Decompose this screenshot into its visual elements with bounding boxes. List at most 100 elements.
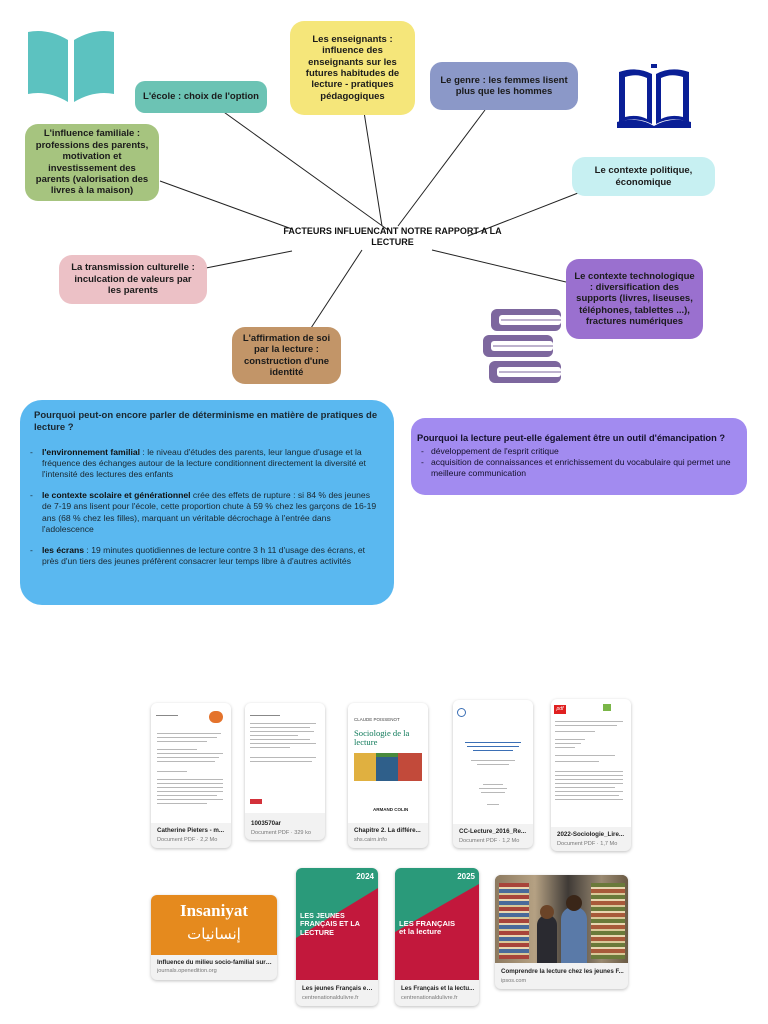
document-thumbnail bbox=[453, 700, 533, 824]
card-title: CC-Lecture_2016_Re... bbox=[459, 828, 527, 835]
determinism-item: - les écrans : 19 minutes quotidiennes d… bbox=[30, 545, 380, 567]
cover-shape bbox=[395, 884, 479, 980]
connector-technologique bbox=[431, 249, 567, 283]
node-affirmation: L'affirmation de soi par la lecture : co… bbox=[232, 327, 341, 384]
document-thumbnail: pdf bbox=[551, 699, 631, 827]
resource-card-ipsos[interactable]: Comprendre la lecture chez les jeunes F.… bbox=[495, 875, 628, 989]
determinism-item-text: : 19 minutes quotidiennes de lecture con… bbox=[42, 544, 366, 567]
node-genre: Le genre : les femmes lisent plus que le… bbox=[430, 62, 578, 110]
node-affirmation-label: L'affirmation de soi par la lecture : co… bbox=[242, 332, 331, 378]
resource-card-jeunes-francais[interactable]: 2024 LES JEUNES FRANÇAIS ET LA LECTURE L… bbox=[296, 868, 378, 1006]
node-technologique: Le contexte technologique : diversificat… bbox=[566, 259, 703, 339]
logo-arabic-text: إنسانيات bbox=[187, 925, 241, 943]
determinism-item-title: le contexte scolaire et générationnel bbox=[42, 490, 191, 501]
connector-familiale bbox=[159, 180, 293, 230]
bullet-dash: - bbox=[30, 446, 33, 457]
document-thumbnail bbox=[245, 703, 325, 813]
cover-year: 2024 bbox=[356, 872, 374, 881]
node-enseignants: Les enseignants : influence des enseigna… bbox=[290, 21, 415, 115]
determinism-item-text: : le niveau d'études des parents, leur l… bbox=[42, 446, 366, 480]
cover-title: Sociologie de la lecture bbox=[354, 728, 410, 748]
determinism-panel: Pourquoi peut-on encore parler de déterm… bbox=[20, 400, 394, 605]
resource-card-francais-lecture[interactable]: 2025 LES FRANÇAIS et la lecture Les Fran… bbox=[395, 868, 479, 1006]
node-genre-label: Le genre : les femmes lisent plus que le… bbox=[440, 74, 568, 97]
card-title: 1003570ar bbox=[251, 820, 281, 827]
library-photo bbox=[495, 875, 628, 963]
book-cover: CLAUDE POISSENOT Sociologie de la lectur… bbox=[348, 703, 428, 823]
logo-latin-text: Insaniyat bbox=[179, 901, 249, 920]
card-title: Chapitre 2. La différe... bbox=[354, 827, 421, 834]
card-subtitle: shs.cairn.info bbox=[354, 837, 387, 843]
report-cover: 2025 LES FRANÇAIS et la lecture bbox=[395, 868, 479, 980]
emancipation-item: -acquisition de connaissances et enrichi… bbox=[417, 457, 739, 479]
logo-icon bbox=[250, 799, 262, 804]
resource-card-cc-lecture[interactable]: CC-Lecture_2016_Re... Document PDF · 1,2… bbox=[453, 700, 533, 848]
card-subtitle: Document PDF · 329 ko bbox=[251, 830, 312, 836]
node-ecole-label: L'école : choix de l'option bbox=[143, 91, 259, 103]
bullet-dash: - bbox=[421, 457, 424, 468]
card-subtitle: centrenationaldulivre.fr bbox=[401, 995, 458, 1001]
center-title: FACTEURS INFLUENCANT NOTRE RAPPORT A LA … bbox=[283, 226, 502, 247]
card-title: Comprendre la lecture chez les jeunes F.… bbox=[501, 968, 624, 975]
cover-text: LES JEUNES FRANÇAIS ET LA LECTURE bbox=[300, 911, 360, 937]
logo-icon bbox=[209, 711, 223, 723]
node-technologique-label: Le contexte technologique : diversificat… bbox=[574, 270, 695, 328]
node-transmission-label: La transmission culturelle : inculcation… bbox=[71, 262, 195, 297]
connector-politique bbox=[467, 192, 579, 237]
open-book-navy-icon bbox=[617, 64, 691, 128]
connector-transmission bbox=[205, 250, 293, 269]
node-enseignants-label: Les enseignants : influence des enseigna… bbox=[305, 33, 400, 102]
determinism-item: - le contexte scolaire et générationnel … bbox=[30, 490, 380, 535]
cover-author: CLAUDE POISSENOT bbox=[354, 717, 400, 722]
logo-icon bbox=[603, 704, 611, 711]
connector-enseignants bbox=[363, 111, 383, 227]
resource-card-insaniyat[interactable]: Insaniyat إنسانيات Influence du milieu s… bbox=[151, 895, 277, 980]
card-subtitle: centrenationaldulivre.fr bbox=[302, 995, 359, 1001]
emancipation-item-text: développement de l'esprit critique bbox=[431, 446, 559, 457]
node-transmission: La transmission culturelle : inculcation… bbox=[59, 255, 207, 304]
open-book-teal-icon bbox=[28, 31, 114, 102]
card-title: Les jeunes Français et l... bbox=[302, 985, 374, 992]
node-ecole: L'école : choix de l'option bbox=[135, 81, 267, 113]
card-subtitle: Document PDF · 1,7 Mo bbox=[557, 841, 618, 847]
resource-card-sociologie-lire[interactable]: pdf 2022-Sociologie_Lire... Document PDF… bbox=[551, 699, 631, 851]
determinism-item-title: les écrans bbox=[42, 544, 85, 555]
node-politique: Le contexte politique, économique bbox=[572, 157, 715, 196]
card-subtitle: Document PDF · 2,2 Mo bbox=[157, 837, 218, 843]
logo-icon bbox=[457, 708, 466, 717]
card-title: Catherine Pieters - m... bbox=[157, 827, 225, 834]
document-thumbnail bbox=[151, 703, 231, 823]
emancipation-panel: Pourquoi la lecture peut-elle également … bbox=[411, 418, 747, 495]
cover-illustration bbox=[354, 753, 422, 781]
node-politique-label: Le contexte politique, économique bbox=[594, 165, 693, 188]
cover-shape bbox=[296, 888, 378, 980]
resource-card-sociologie[interactable]: CLAUDE POISSENOT Sociologie de la lectur… bbox=[348, 703, 428, 848]
determinism-item-title: l'environnement familial bbox=[42, 446, 141, 457]
emancipation-question: Pourquoi la lecture peut-elle également … bbox=[417, 433, 726, 443]
bullet-dash: - bbox=[421, 446, 424, 457]
bullet-dash: - bbox=[30, 490, 33, 501]
determinism-item: - l'environnement familial : le niveau d… bbox=[30, 447, 380, 481]
card-title: 2022-Sociologie_Lire... bbox=[557, 831, 625, 838]
emancipation-item-text: acquisition de connaissances et enrichis… bbox=[431, 457, 731, 479]
card-subtitle: journals.openedition.org bbox=[157, 968, 217, 974]
report-cover: 2024 LES JEUNES FRANÇAIS ET LA LECTURE bbox=[296, 868, 378, 980]
connector-affirmation bbox=[310, 249, 363, 329]
site-logo: Insaniyat إنسانيات bbox=[151, 895, 277, 955]
pdf-badge: pdf bbox=[554, 705, 566, 714]
cover-text: LES FRANÇAIS et la lecture bbox=[399, 919, 456, 937]
node-familiale: L'influence familiale : professions des … bbox=[25, 124, 159, 201]
card-title: Les Français et la lectu... bbox=[401, 985, 475, 992]
card-subtitle: ipsos.com bbox=[501, 978, 527, 984]
determinism-item-text: crée des effets de rupture : si 84 % des… bbox=[42, 490, 377, 534]
node-familiale-label: L'influence familiale : professions des … bbox=[35, 128, 149, 197]
card-title: Influence du milieu socio-familial sur l… bbox=[157, 959, 273, 966]
determinism-question: Pourquoi peut-on encore parler de déterm… bbox=[34, 410, 378, 434]
bullet-dash: - bbox=[30, 544, 33, 555]
emancipation-item: -développement de l'esprit critique bbox=[417, 446, 739, 457]
connector-genre bbox=[397, 109, 486, 227]
resource-card-pieters[interactable]: Catherine Pieters - m... Document PDF · … bbox=[151, 703, 231, 848]
resource-card-1003570ar[interactable]: 1003570ar Document PDF · 329 ko bbox=[245, 703, 325, 840]
book-stack-icon bbox=[483, 309, 561, 383]
